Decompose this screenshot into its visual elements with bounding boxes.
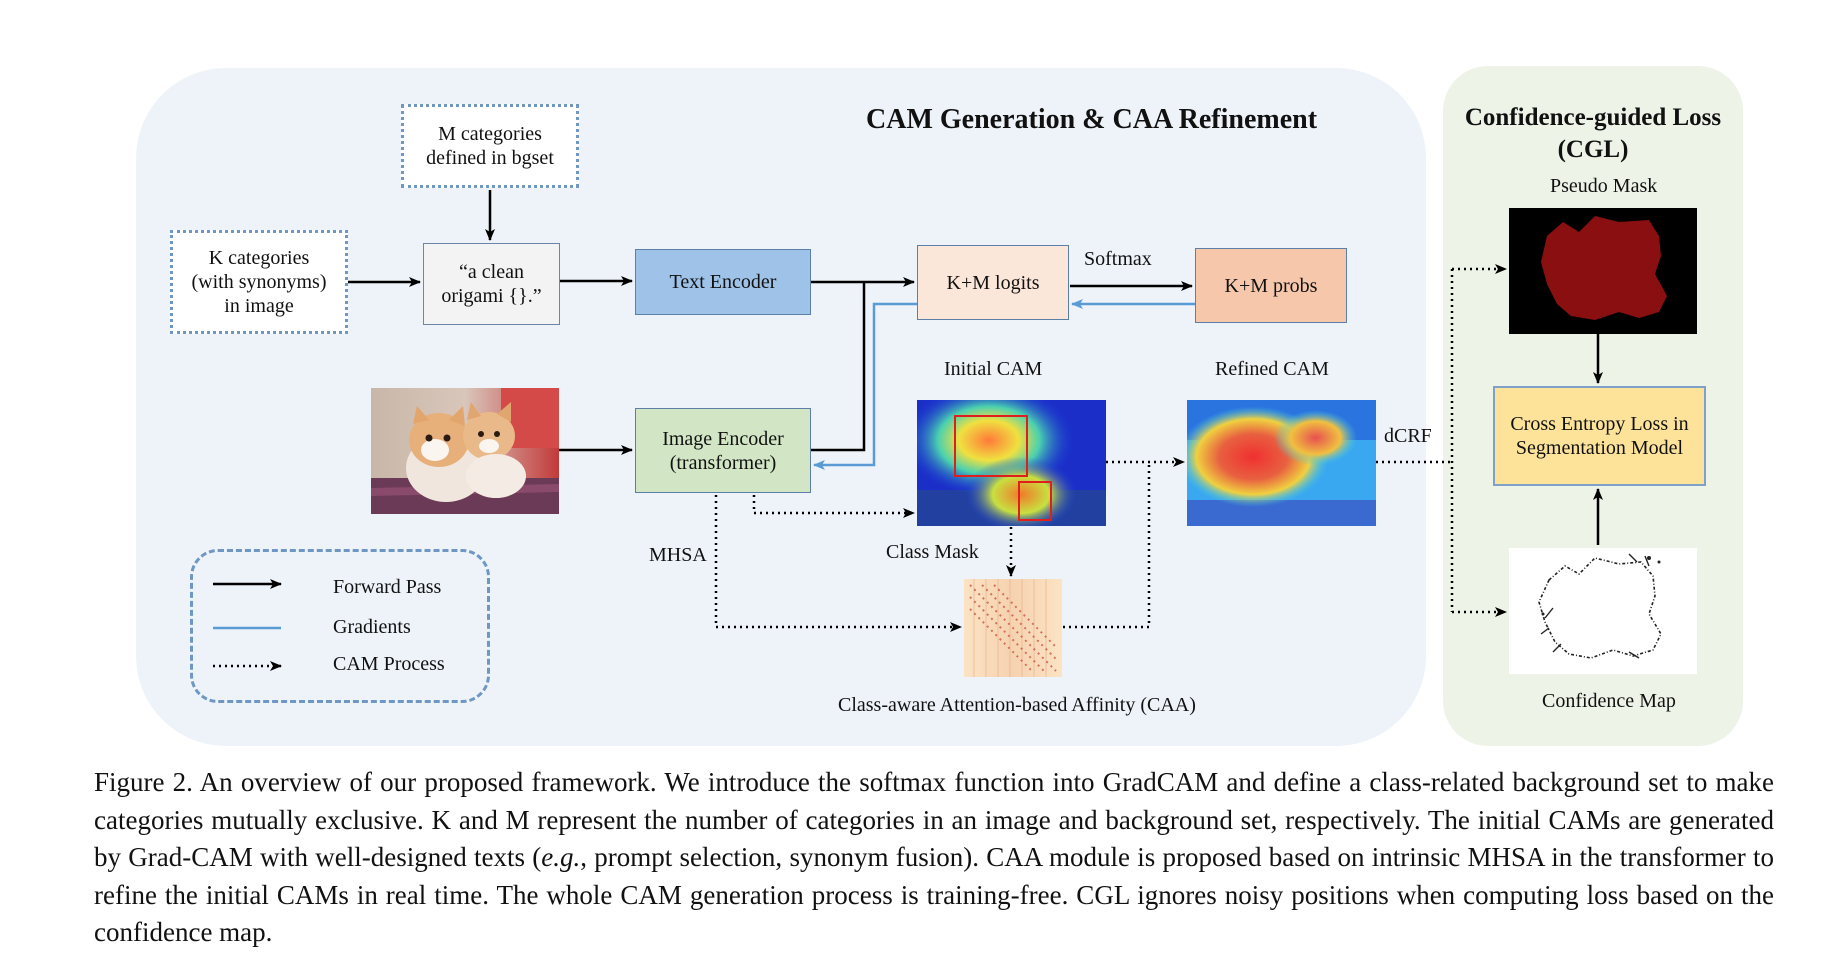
caa-label: Class-aware Attention-based Affinity (CA… (838, 694, 1196, 716)
k-categories-line1: K categories (208, 247, 310, 269)
kitten-photo (371, 388, 559, 514)
background-set-line1: M categories (438, 123, 542, 145)
mhsa-label: MHSA (649, 544, 707, 566)
image-encoder-feature-line (811, 282, 866, 452)
cross-entropy-loss-box: Cross Entropy Loss in Segmentation Model (1493, 386, 1706, 486)
encoder-to-initial-cam-arrow (752, 495, 915, 518)
ce-loss-line1: Cross Entropy Loss in (1510, 413, 1689, 435)
prompt-box: “a clean origami {}.” (423, 243, 560, 325)
panel-title-cgl-abbr: (CGL) (1557, 136, 1629, 163)
image-encoder-box: Image Encoder (transformer) (635, 408, 811, 493)
caption-part1: Figure 2. An overview of our proposed fr… (94, 767, 1774, 872)
ce-loss-line2: Segmentation Model (1515, 437, 1684, 459)
background-set-line2: defined in bgset (426, 147, 554, 169)
pseudo-mask-image (1509, 208, 1697, 334)
legend-arrows (213, 579, 282, 671)
class-mask-label: Class Mask (886, 541, 979, 563)
legend-gradients-label: Gradients (333, 616, 411, 638)
legend: Forward Pass Gradients CAM Process (190, 549, 490, 703)
k-categories-box: K categories (with synonyms) in image (170, 230, 348, 334)
confidence-map-image (1509, 548, 1697, 674)
image-encoder-line1: Image Encoder (662, 427, 784, 450)
dcrf-label: dCRF (1384, 425, 1432, 447)
refined-cam-label: Refined CAM (1215, 358, 1329, 380)
mhsa-to-caa-arrow (714, 495, 962, 632)
prompt-line1: “a clean (459, 261, 524, 283)
panel-title-main: CAM Generation & CAA Refinement (866, 104, 1318, 135)
prompt-line2: origami {}.” (441, 285, 542, 307)
affinity-matrix-image (964, 579, 1062, 677)
text-encoder-label: Text Encoder (669, 271, 777, 293)
caa-to-refine-line (1063, 462, 1151, 629)
k-categories-line2: (with synonyms) (191, 271, 327, 293)
logits-box: K+M logits (917, 245, 1069, 320)
initial-cam-label: Initial CAM (944, 358, 1043, 380)
caption-part2: , prompt selection, synonym fusion). CAA… (94, 842, 1774, 947)
panel-title-cgl: Confidence-guided Loss (1464, 104, 1722, 131)
probs-label: K+M probs (1224, 274, 1318, 297)
softmax-label: Softmax (1084, 248, 1152, 270)
logits-gradient-arrow (813, 302, 917, 470)
refined-cam-image (1187, 400, 1376, 526)
background-set-box: M categories defined in bgset (401, 104, 579, 188)
confidence-map-label: Confidence Map (1542, 690, 1676, 712)
legend-cam-label: CAM Process (333, 653, 445, 675)
figure-caption: Figure 2. An overview of our proposed fr… (94, 764, 1774, 952)
k-categories-line3: in image (224, 295, 294, 317)
text-encoder-box: Text Encoder (635, 249, 811, 315)
pseudo-mask-label: Pseudo Mask (1550, 175, 1658, 197)
logits-label: K+M logits (946, 271, 1040, 294)
caption-eg: e.g. (541, 842, 581, 872)
legend-forward-label: Forward Pass (333, 576, 442, 598)
image-encoder-line2: (transformer) (669, 451, 777, 474)
initial-cam-image (917, 400, 1106, 526)
probs-box: K+M probs (1195, 248, 1347, 323)
